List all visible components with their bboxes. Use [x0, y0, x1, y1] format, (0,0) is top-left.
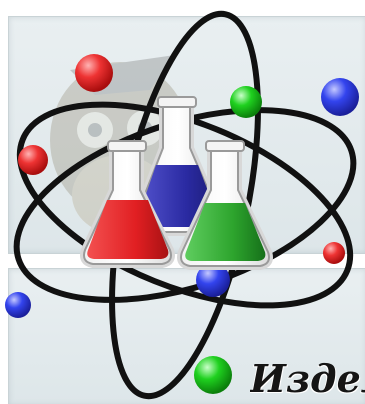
slide-caption: Издел — [250, 356, 365, 401]
flask-icon — [80, 96, 273, 270]
electron-icon — [5, 54, 359, 394]
